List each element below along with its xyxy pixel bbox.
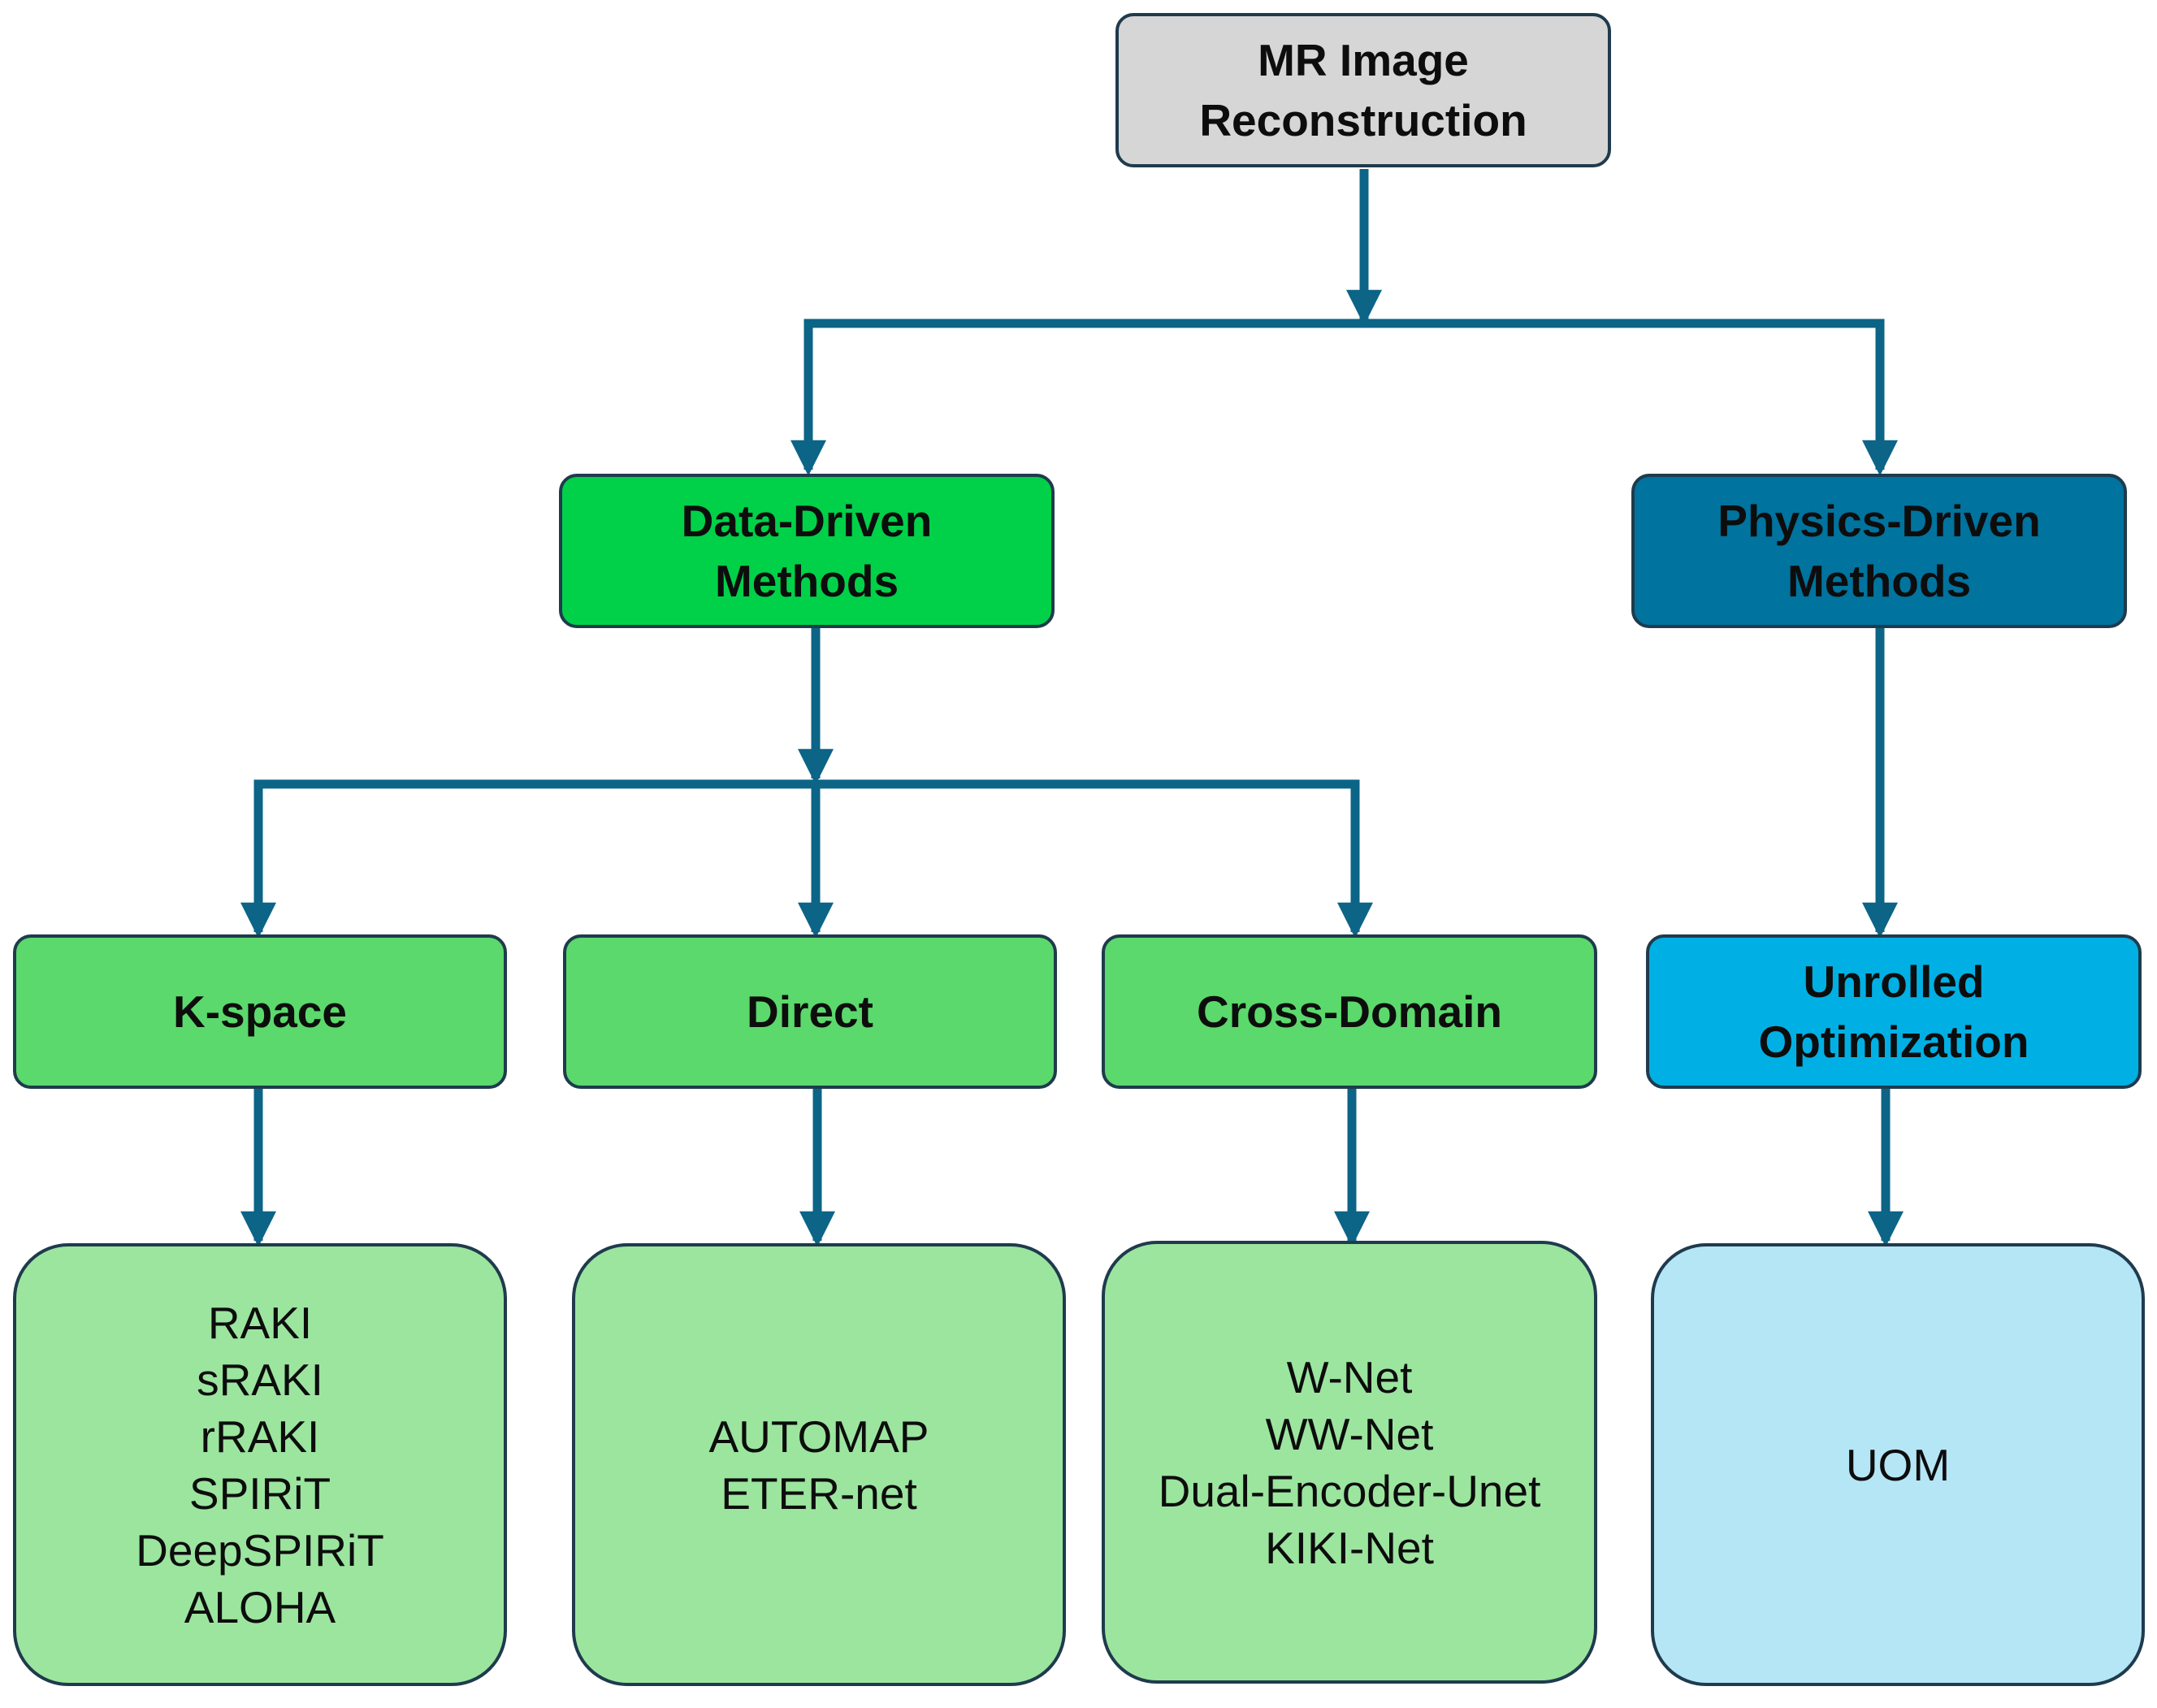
methods-list-cross-domain: W-Net WW-Net Dual-Encoder-Unet KIKI-Net	[1102, 1241, 1597, 1684]
methods-list-k-space: RAKI sRAKI rRAKI SPIRiT DeepSPIRiT ALOHA	[13, 1243, 507, 1686]
arrow-to-data-driven	[790, 319, 1364, 476]
methods-list-unrolled: UOM	[1651, 1243, 2145, 1686]
physics-driven-label-line-2: Methods	[1787, 556, 1972, 606]
method-item: RAKI	[207, 1297, 313, 1348]
root-node-mr-image-reconstruction: MR Image Reconstruction	[1115, 13, 1611, 167]
method-item: UOM	[1845, 1439, 1951, 1490]
k-space-label: K-space	[173, 986, 347, 1037]
category-physics-driven: Physics-Driven Methods	[1631, 474, 2127, 628]
root-label-line-2: Reconstruction	[1199, 95, 1527, 145]
method-item: DeepSPIRiT	[136, 1524, 384, 1576]
physics-driven-label-line-1: Physics-Driven	[1717, 496, 2041, 546]
methods-list-direct: AUTOMAP ETER-net	[572, 1243, 1066, 1686]
unrolled-label-line-1: Unrolled	[1803, 956, 1985, 1007]
arrow-to-physics-driven	[1364, 319, 1898, 476]
method-item: SPIRiT	[188, 1467, 331, 1519]
data-driven-label-line-1: Data-Driven	[681, 496, 933, 546]
unrolled-label-line-2: Optimization	[1758, 1017, 2029, 1067]
method-item: WW-Net	[1265, 1408, 1434, 1459]
arrow-to-cross-domain	[816, 779, 1373, 939]
method-item: KIKI-Net	[1265, 1522, 1434, 1573]
method-item: ETER-net	[721, 1467, 917, 1519]
category-data-driven: Data-Driven Methods	[559, 474, 1055, 628]
subcategory-unrolled-optimization: Unrolled Optimization	[1646, 934, 2142, 1089]
root-label-line-1: MR Image	[1258, 35, 1469, 85]
direct-label: Direct	[747, 986, 873, 1037]
subcategory-direct: Direct	[563, 934, 1057, 1089]
subcategory-k-space: K-space	[13, 934, 507, 1089]
method-item: ALOHA	[184, 1581, 336, 1632]
arrow-to-k-space	[240, 779, 816, 939]
method-item: AUTOMAP	[708, 1411, 929, 1462]
method-item: Dual-Encoder-Unet	[1158, 1465, 1541, 1516]
method-item: rRAKI	[200, 1411, 320, 1462]
data-driven-label-line-2: Methods	[714, 556, 899, 606]
cross-domain-label: Cross-Domain	[1197, 986, 1502, 1037]
method-item: sRAKI	[197, 1354, 323, 1405]
method-item: W-Net	[1286, 1351, 1413, 1402]
subcategory-cross-domain: Cross-Domain	[1102, 934, 1597, 1089]
